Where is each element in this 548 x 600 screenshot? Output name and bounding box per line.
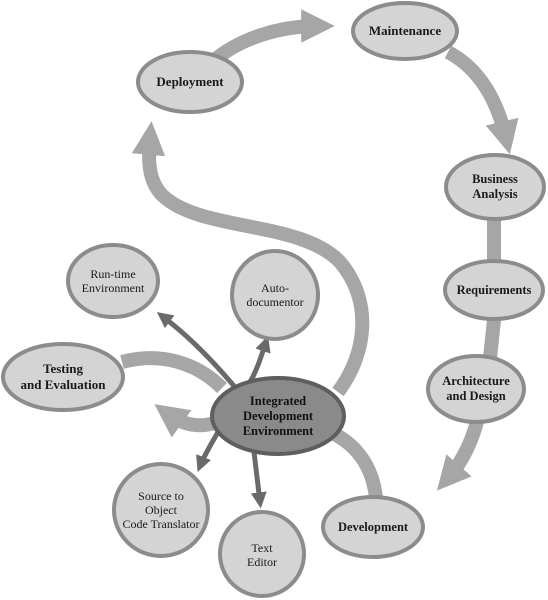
node-autodoc bbox=[230, 249, 320, 341]
node-runtime bbox=[66, 243, 160, 319]
node-deployment bbox=[136, 50, 244, 114]
tool-nodes bbox=[1, 243, 320, 598]
arrow-requirements-to-architecture bbox=[483, 319, 501, 359]
node-business-analysis bbox=[444, 153, 546, 221]
node-testing bbox=[1, 342, 125, 412]
arrow-architecture-to-development bbox=[436, 416, 485, 491]
arrow-ide-to-deployment bbox=[131, 121, 370, 397]
arrow-ide-to-translator bbox=[196, 430, 221, 472]
node-editor bbox=[218, 510, 306, 598]
node-architecture bbox=[426, 354, 526, 424]
arrow-testing-band bbox=[120, 351, 227, 394]
arrow-ide-to-editor bbox=[250, 451, 267, 509]
arrow-ide-to-autodoc bbox=[247, 335, 271, 384]
arrow-maintenance-to-business bbox=[444, 45, 519, 155]
node-requirements bbox=[443, 259, 545, 321]
arrow-deployment-to-maintenance bbox=[207, 9, 335, 68]
arrow-ide-to-runtime bbox=[156, 312, 236, 388]
node-translator bbox=[112, 462, 210, 558]
arrow-ide-to-development bbox=[323, 423, 383, 499]
lifecycle-nodes bbox=[136, 1, 546, 559]
node-ide bbox=[210, 376, 346, 456]
node-maintenance bbox=[351, 1, 459, 61]
node-development bbox=[321, 495, 425, 559]
